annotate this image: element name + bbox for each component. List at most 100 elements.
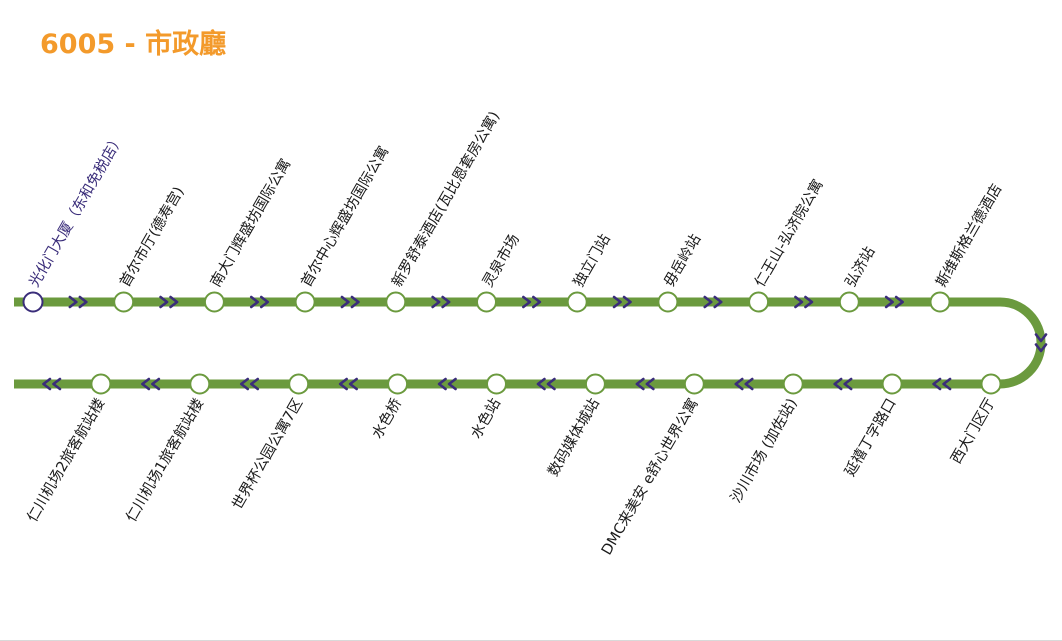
station-name-label[interactable]: 毋岳岭站 [661, 231, 705, 290]
station-name-label[interactable]: 数码媒体城站 [545, 396, 603, 480]
chevron-shape [1034, 333, 1048, 343]
chevron-shape [932, 377, 942, 391]
station-marker[interactable] [90, 373, 112, 395]
chevron-shape [169, 295, 179, 309]
double-chevron-icon [635, 377, 655, 391]
chevron-shape [794, 295, 804, 309]
chevron-shape [151, 377, 161, 391]
station-name-label[interactable]: 新罗舒泰酒店(瓦比恩套房公寓) [388, 108, 504, 290]
route-number: 6005 [40, 29, 116, 60]
station-name-label[interactable]: 水色站 [467, 396, 503, 442]
chevron-shape [744, 377, 754, 391]
station-marker[interactable] [385, 291, 407, 313]
station-name-label[interactable]: 弘济站 [842, 244, 878, 290]
chevron-shape [843, 377, 853, 391]
chevron-shape [239, 377, 250, 391]
double-chevron-icon [437, 377, 457, 391]
current-station-marker[interactable] [22, 291, 44, 313]
chevron-shape [42, 377, 52, 391]
station-name-label[interactable]: 仁川机场1旅客航站楼 [123, 396, 208, 526]
station-marker[interactable] [683, 373, 705, 395]
double-chevron-icon [42, 377, 62, 391]
station-name-label[interactable]: 西大门区厅 [947, 396, 998, 467]
double-chevron-icon [833, 377, 853, 391]
double-chevron-icon [1034, 333, 1048, 353]
chevron-shape [546, 377, 556, 391]
station-name-label[interactable]: 世界杯公园公寓7区 [228, 395, 306, 512]
chevron-shape [340, 295, 350, 309]
station-marker[interactable] [387, 373, 409, 395]
chevron-shape [612, 295, 622, 309]
station-marker[interactable] [566, 291, 588, 313]
chevron-shape [348, 377, 358, 391]
station-labels: 光化门大厦（东和免税店）首尔市厅(德寿宫) 南大门辉盛坊国际公寓首尔中心辉盛坊国际… [24, 108, 1006, 558]
chevron-shape [350, 295, 360, 309]
station-marker[interactable] [838, 291, 860, 313]
station-name-label[interactable]: 独立门站 [570, 231, 614, 290]
chevron-shape [884, 295, 894, 309]
double-chevron-icon [734, 377, 754, 391]
double-chevron-icon [141, 377, 161, 391]
double-chevron-icon [68, 295, 88, 309]
double-chevron-icon [703, 295, 723, 309]
station-name-label[interactable]: 水色桥 [369, 395, 406, 442]
station-name-label[interactable]: 灵泉市场 [479, 231, 523, 290]
double-chevron-icon [340, 295, 360, 309]
station-marker[interactable] [881, 373, 903, 395]
double-chevron-icon [431, 295, 451, 309]
chevron-shape [734, 377, 744, 391]
chevron-shape [259, 295, 270, 309]
double-chevron-icon [239, 377, 260, 391]
route-terminus: 市政廳 [145, 29, 227, 60]
station-name-label[interactable]: 延禧丁字路口 [841, 396, 899, 480]
station-name-label[interactable]: 沙川市场 (加佐站) [727, 396, 800, 506]
chevron-shape [635, 377, 645, 391]
chevron-shape [141, 377, 151, 391]
station-marker[interactable] [486, 373, 507, 395]
station-name-label[interactable]: 南大门辉盛坊国际公寓 [206, 155, 294, 290]
station-name-label[interactable]: 仁川机场2旅客航站楼 [24, 396, 109, 526]
chevron-shape [522, 295, 532, 309]
chevron-shape [68, 295, 78, 309]
chevron-shape [1034, 343, 1048, 353]
station-markers [22, 291, 1002, 395]
route-line [14, 297, 1046, 389]
chevron-shape [159, 295, 169, 309]
chevron-shape [437, 377, 447, 391]
double-chevron-icon [522, 295, 542, 309]
station-marker[interactable] [288, 373, 310, 395]
station-marker[interactable] [189, 373, 211, 395]
route-title: 6005 - 市政廳 [40, 22, 226, 61]
chevron-shape [703, 295, 713, 309]
chevron-shape [52, 377, 62, 391]
double-chevron-icon [884, 295, 904, 309]
station-marker[interactable] [584, 373, 606, 395]
chevron-shape [532, 295, 542, 309]
station-marker[interactable] [294, 291, 316, 313]
chevron-shape [645, 377, 655, 391]
chevron-shape [833, 377, 843, 391]
direction-arrows [42, 295, 1048, 391]
station-marker[interactable] [203, 291, 225, 313]
station-marker[interactable] [476, 291, 497, 313]
double-chevron-icon [159, 295, 179, 309]
station-name-label[interactable]: 首尔中心辉盛坊国际公寓 [297, 143, 392, 290]
station-marker[interactable] [113, 291, 135, 313]
station-name-label[interactable]: 首尔市厅(德寿宫) [116, 184, 187, 290]
double-chevron-icon [932, 377, 952, 391]
station-marker[interactable] [657, 291, 679, 313]
station-marker[interactable] [980, 373, 1002, 395]
station-marker[interactable] [748, 291, 770, 313]
station-name-label[interactable]: DMC来美安 e舒心世界公寓 [597, 395, 702, 558]
chevron-shape [338, 377, 348, 391]
station-marker[interactable] [929, 291, 951, 313]
station-name-label[interactable]: 斯维斯格兰德酒店 [933, 181, 1006, 290]
station-name-label[interactable]: 仁王山-弘济院公寓 [750, 176, 826, 290]
double-chevron-icon [249, 295, 270, 309]
station-name-label[interactable]: 光化门大厦（东和免税店） [26, 131, 128, 290]
chevron-shape [713, 295, 723, 309]
station-marker[interactable] [782, 373, 804, 395]
chevron-shape [536, 377, 546, 391]
chevron-shape [249, 377, 260, 391]
